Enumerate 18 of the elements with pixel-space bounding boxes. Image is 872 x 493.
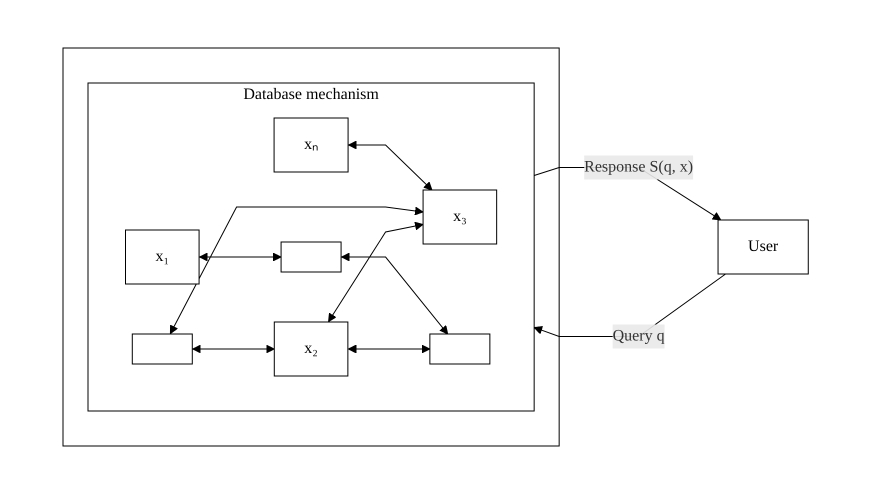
arrow xyxy=(348,140,433,190)
arrow xyxy=(348,344,431,353)
arrow xyxy=(199,252,282,261)
node-box xyxy=(132,333,194,364)
node-box: x₃ xyxy=(422,189,498,244)
cluster xyxy=(62,47,560,446)
node-box: x₂ xyxy=(274,321,349,376)
arrow xyxy=(192,344,276,353)
node-box: xₙ xyxy=(274,117,349,172)
arrow xyxy=(170,206,424,334)
node-box: x₁ xyxy=(125,229,200,284)
edge-label: Response S(q, x) xyxy=(584,158,694,175)
edge-label: Query q xyxy=(612,327,665,344)
node-box xyxy=(430,333,491,364)
arrow xyxy=(328,221,424,322)
node-box xyxy=(280,241,342,272)
arrow xyxy=(341,252,449,334)
node-box: User xyxy=(718,219,810,274)
